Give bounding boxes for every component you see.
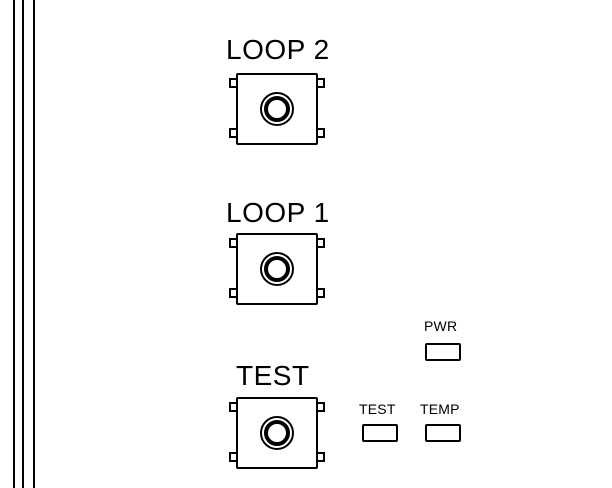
test-led-indicator [362, 424, 398, 442]
loop-2-label: LOOP 2 [226, 34, 330, 65]
pushbutton-switch-icon [229, 233, 325, 305]
pwr-led-indicator [425, 343, 461, 361]
loop-2-switch[interactable] [229, 72, 325, 146]
panel-edge-line-1 [13, 0, 15, 488]
panel-edge-line-2 [22, 0, 24, 488]
temp-indicator-label: TEMP [420, 401, 460, 417]
loop-1-label: LOOP 1 [226, 197, 330, 228]
pushbutton-switch-icon [229, 397, 325, 469]
pwr-indicator-label: PWR [424, 318, 458, 334]
pushbutton-switch-icon [229, 73, 325, 145]
temp-led-indicator [425, 424, 461, 442]
test-switch-label: TEST [236, 360, 310, 391]
loop-1-switch[interactable] [229, 232, 325, 306]
panel-edge-line-3 [33, 0, 35, 488]
test-switch[interactable] [229, 396, 325, 470]
test-indicator-label: TEST [359, 401, 396, 417]
